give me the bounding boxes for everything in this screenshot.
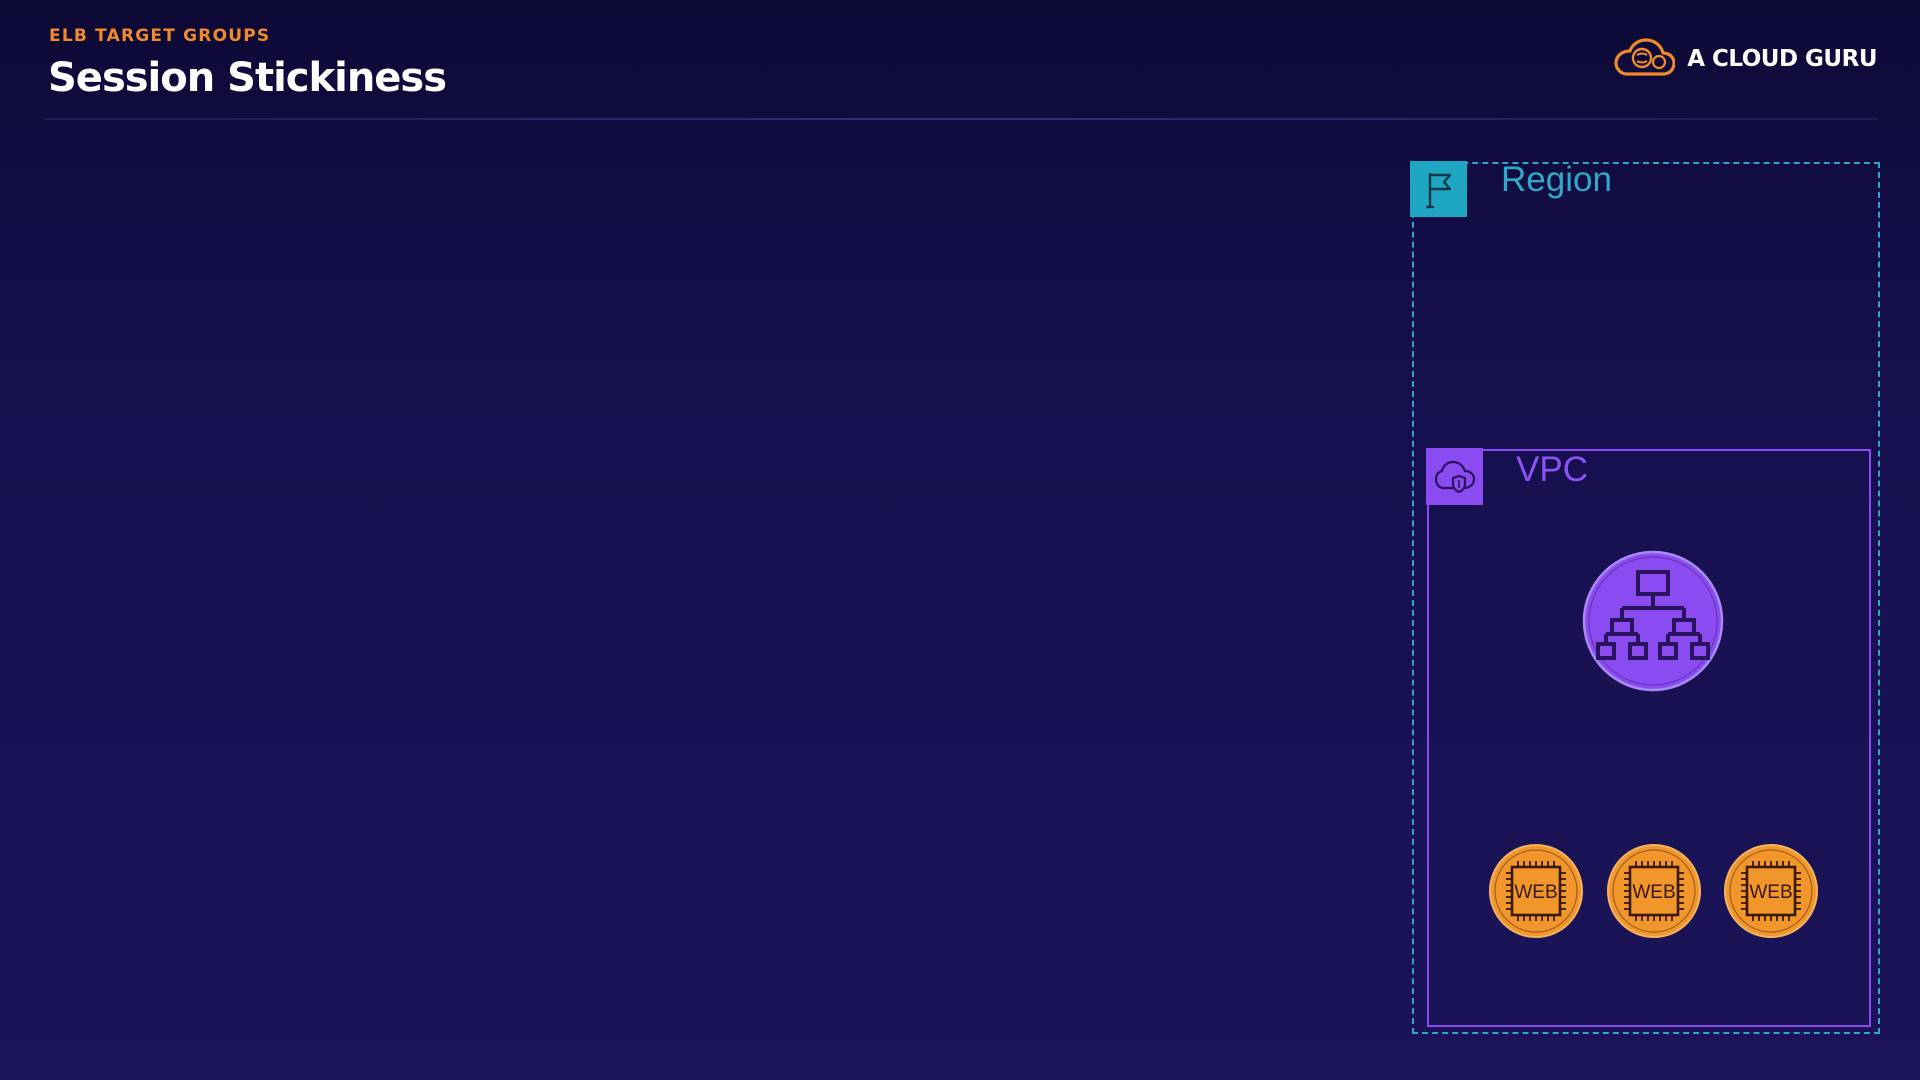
region-label: Region — [1501, 160, 1612, 199]
web-server-icon: WEB — [1724, 844, 1818, 938]
cloud-logo-icon — [1614, 38, 1676, 76]
web-server-icon: WEB — [1607, 844, 1701, 938]
vpc-badge — [1426, 448, 1483, 505]
region-badge — [1410, 161, 1467, 217]
vpc-label: VPC — [1516, 450, 1588, 489]
cloud-shield-icon — [1434, 460, 1475, 493]
vpc-boundary — [1427, 449, 1871, 1027]
load-balancer-icon — [1582, 550, 1724, 692]
web-server-label: WEB — [1749, 882, 1792, 903]
brand: A CLOUD GURU — [1613, 38, 1877, 80]
flag-icon — [1425, 173, 1451, 209]
web-server-icon: WEB — [1489, 844, 1583, 938]
section-eyebrow: ELB TARGET GROUPS — [49, 26, 271, 46]
web-server-label: WEB — [1632, 882, 1675, 903]
brand-name: A CLOUD GURU — [1687, 46, 1877, 72]
web-server-label: WEB — [1514, 882, 1557, 903]
page-title: Session Stickiness — [48, 55, 447, 101]
header-divider — [44, 118, 1878, 120]
region-boundary — [1412, 162, 1880, 1034]
